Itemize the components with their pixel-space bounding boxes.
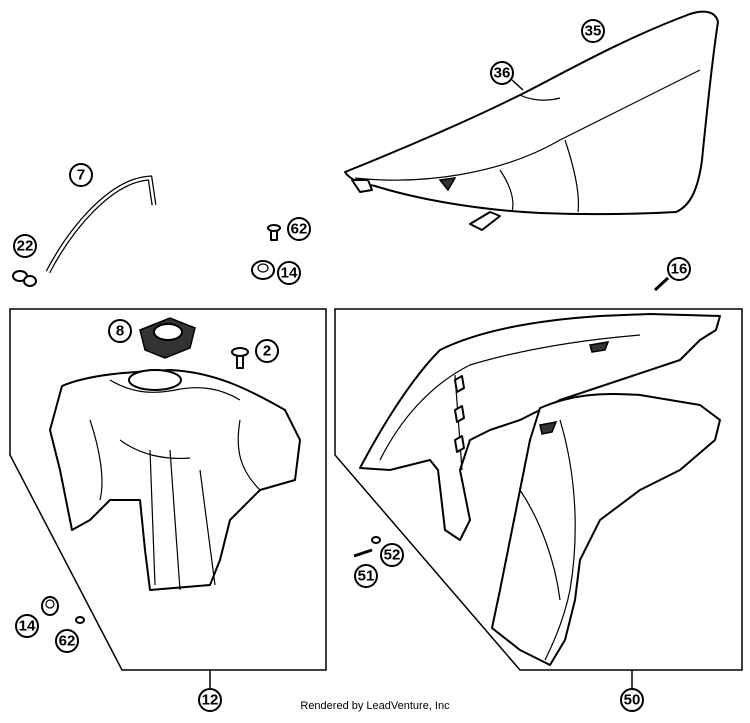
side-panel — [491, 392, 721, 666]
callout-22: 22 — [13, 234, 37, 258]
washer-52 — [371, 536, 381, 544]
render-credit: Rendered by LeadVenture, Inc — [300, 700, 450, 712]
shroud-group-frame — [334, 308, 743, 671]
radiator-shroud — [359, 313, 721, 541]
screw-top — [267, 224, 281, 241]
tank-group-frame — [9, 308, 327, 671]
svg-text:62: 62 — [291, 221, 308, 238]
callout-62-top: 62 — [287, 217, 311, 241]
svg-text:14: 14 — [281, 265, 298, 282]
fuel-cap — [139, 317, 196, 359]
callout-14-top: 14 — [277, 261, 301, 285]
fuel-tank — [49, 369, 301, 591]
screw-2 — [231, 347, 249, 369]
callout-7: 7 — [69, 163, 93, 187]
callout-2: 2 — [255, 339, 279, 363]
screw-51 — [353, 548, 373, 558]
callout-12: 12 — [198, 688, 222, 712]
callout-51: 51 — [354, 564, 378, 588]
svg-text:62: 62 — [59, 633, 76, 650]
callout-8: 8 — [108, 319, 132, 343]
seat — [344, 10, 719, 231]
svg-text:52: 52 — [384, 547, 401, 564]
callout-14-bottom: 14 — [15, 614, 39, 638]
screw-bottom — [75, 616, 85, 624]
hose-clamp — [12, 270, 37, 287]
svg-text:16: 16 — [671, 261, 688, 278]
svg-text:2: 2 — [263, 343, 271, 360]
screw-16 — [653, 276, 670, 292]
callout-36: 36 — [490, 61, 524, 91]
svg-text:35: 35 — [585, 23, 602, 40]
svg-text:14: 14 — [19, 618, 36, 635]
breather-hose — [45, 175, 157, 274]
bushing-bottom — [41, 596, 59, 616]
callout-16: 16 — [667, 257, 691, 281]
callout-35: 35 — [581, 19, 605, 43]
svg-text:51: 51 — [358, 568, 375, 585]
callout-50: 50 — [620, 688, 644, 712]
svg-text:7: 7 — [77, 167, 85, 184]
svg-text:8: 8 — [116, 323, 124, 340]
svg-text:36: 36 — [494, 65, 511, 82]
svg-text:50: 50 — [624, 692, 641, 709]
callout-52: 52 — [380, 543, 404, 567]
bushing-top — [251, 260, 275, 280]
svg-text:12: 12 — [202, 692, 219, 709]
svg-text:22: 22 — [17, 238, 34, 255]
callout-62-bottom: 62 — [55, 629, 79, 653]
